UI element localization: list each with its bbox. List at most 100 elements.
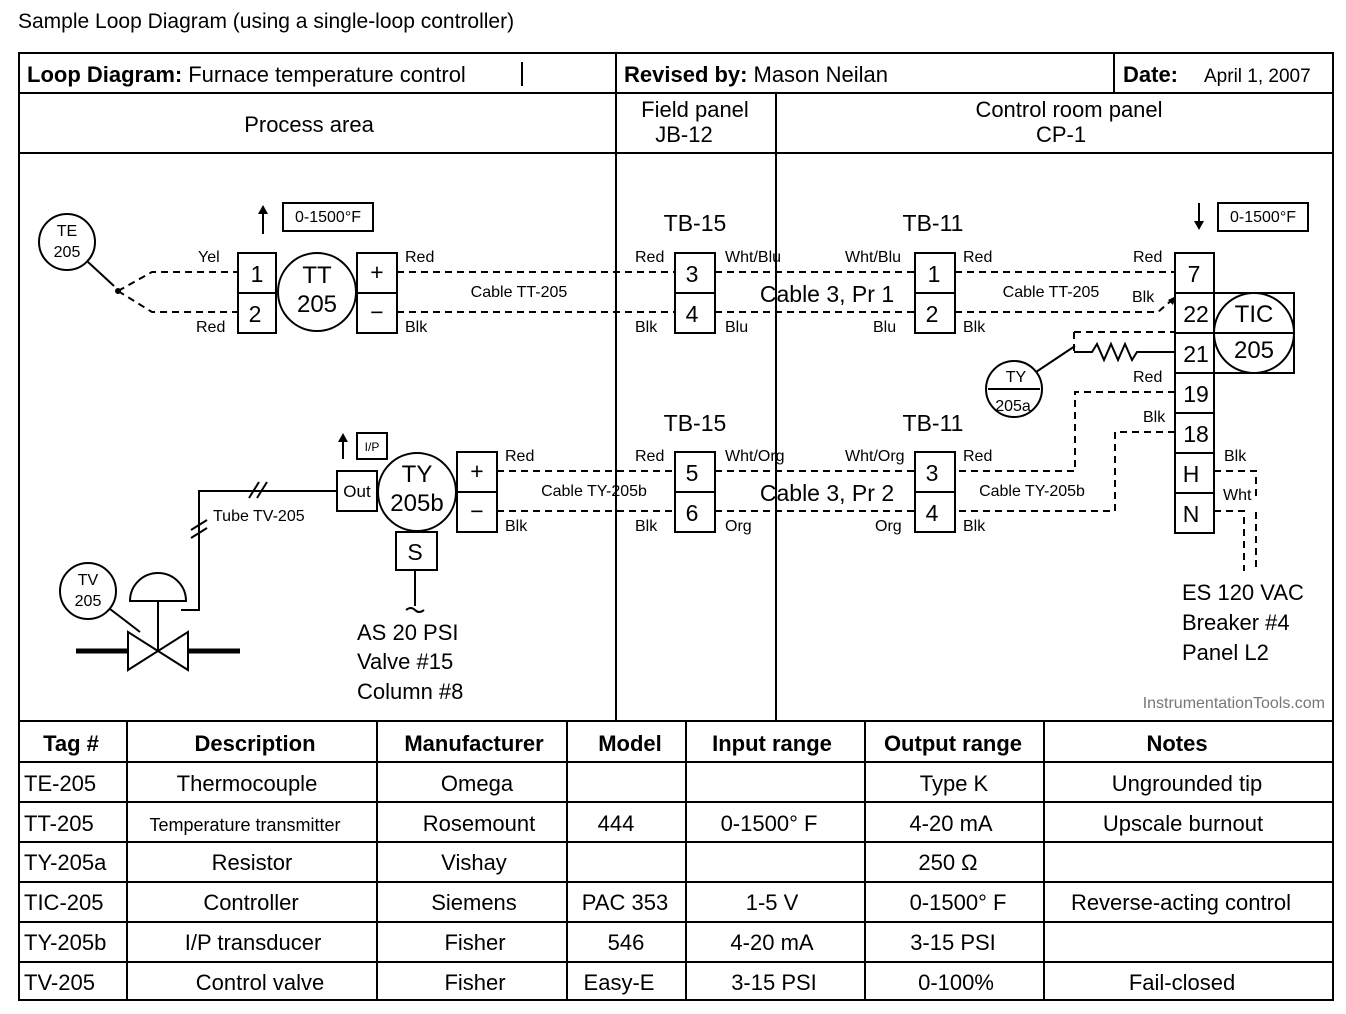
date-label: Date: [1123, 62, 1178, 87]
table-cell: Fisher [444, 970, 505, 995]
table-cell: Upscale burnout [1103, 811, 1263, 836]
tube-label: Tube TV-205 [213, 508, 305, 525]
tb15-red-label: Red [635, 249, 664, 266]
revised-by-value: Mason Neilan [754, 62, 889, 87]
cable-tt-205-field: Cable TT-205 [471, 284, 568, 301]
tt-range: 0-1500°F [295, 209, 361, 226]
table-cell: Controller [203, 890, 298, 915]
table-cell: 444 [598, 811, 635, 836]
tv-number: 205 [75, 593, 102, 610]
table-cell: TIC-205 [24, 890, 103, 915]
ty205a-tag: TY [1006, 369, 1027, 386]
col-header-output-range: Output range [884, 731, 1022, 756]
field-panel-id: JB-12 [655, 122, 712, 147]
control-room-id: CP-1 [1036, 122, 1086, 147]
tb15-blu-label: Blu [725, 319, 748, 336]
table-cell: I/P transducer [185, 930, 322, 955]
tb15-terminal-6 [674, 491, 716, 533]
tt-blk-label: Blk [405, 319, 428, 336]
tb11-b-blk-label: Blk [963, 518, 986, 535]
tt-terminal-1-label: 1 [251, 261, 264, 287]
tic-terminal-19: 19 [1183, 381, 1209, 407]
electric-supply-line2: Breaker #4 [1182, 610, 1290, 635]
tb15-b-blk-label: Blk [635, 518, 658, 535]
tic-terminal-22: 22 [1183, 301, 1209, 327]
ty-minus-label: − [470, 498, 483, 524]
tb11-red-label: Red [963, 249, 992, 266]
tt-terminal-2 [237, 292, 277, 334]
electric-supply-line1: ES 120 VAC [1182, 580, 1304, 605]
table-cell: Rosemount [423, 811, 536, 836]
tb15-b-red-label: Red [635, 448, 664, 465]
cable-3-pair-1: Cable 3, Pr 1 [760, 281, 894, 307]
cable-3-pair-2: Cable 3, Pr 2 [760, 480, 894, 506]
instrument-table: Tag # Description Manufacturer Model Inp… [19, 721, 1333, 1000]
tb15-top-label: TB-15 [664, 210, 727, 236]
ty205b-number: 205b [390, 490, 443, 517]
col-header-tag: Tag # [43, 731, 99, 756]
tt-terminal-1 [237, 252, 277, 294]
tb15-org-label: Org [725, 518, 752, 535]
power-blk-label: Blk [1224, 448, 1247, 465]
te-tag: TE [57, 223, 77, 240]
tic-blk-label: Blk [1132, 289, 1155, 306]
cable-ty-205b-control: Cable TY-205b [979, 483, 1085, 500]
revised-by-label: Revised by: [624, 62, 748, 87]
tic-terminal-7: 7 [1188, 261, 1201, 287]
table-cell: PAC 353 [582, 890, 668, 915]
table-cell: 250 Ω [918, 850, 977, 875]
tt-minus-terminal [356, 292, 398, 334]
tic-18-blk-label: Blk [1143, 409, 1166, 426]
tt-number: 205 [297, 291, 337, 318]
tic-19-red-label: Red [1133, 369, 1162, 386]
tb15-blk-label: Blk [635, 319, 658, 336]
te-205-bubble: TE 205 [38, 213, 115, 287]
tic-tag: TIC [1235, 301, 1274, 328]
table-cell: Temperature transmitter [149, 815, 340, 835]
tic-terminal-h: H [1183, 461, 1200, 487]
tic-number: 205 [1234, 337, 1274, 364]
tb15-terminal-3-label: 3 [686, 261, 699, 287]
table-cell: Easy-E [584, 970, 655, 995]
table-cell: Vishay [441, 850, 507, 875]
ip-label: I/P [365, 440, 380, 454]
resistor-symbol [1074, 341, 1175, 363]
table-cell: TY-205b [24, 930, 106, 955]
tb11-terminal-2-label: 2 [926, 301, 939, 327]
tb15-terminal-6-label: 6 [686, 500, 699, 526]
table-cell: TY-205a [24, 850, 107, 875]
table-cell: 0-1500° F [910, 890, 1007, 915]
tb11-blu-label: Blu [873, 319, 896, 336]
ty205b-tag: TY [402, 461, 433, 488]
table-cell: TE-205 [24, 771, 96, 796]
ty205a-number: 205a [995, 398, 1031, 415]
tv-tag: TV [78, 572, 99, 589]
tt-plus-terminal [356, 252, 398, 294]
table-cell: 0-100% [918, 970, 994, 995]
process-area-label: Process area [244, 112, 374, 137]
ty-red-label: Red [505, 448, 534, 465]
col-header-description: Description [194, 731, 315, 756]
tb11-wht-org-label: Wht/Org [845, 448, 905, 465]
ty-205a-bubble: TY 205a [985, 345, 1076, 418]
table-cell: Control valve [196, 970, 324, 995]
col-header-model: Model [598, 731, 662, 756]
tic-terminal-n: N [1183, 501, 1200, 527]
tb11-top-label: TB-11 [903, 210, 964, 236]
power-wht-label: Wht [1223, 487, 1252, 504]
electric-supply-line3: Panel L2 [1182, 640, 1269, 665]
tb11-org-label: Org [875, 518, 902, 535]
wire-red-label: Red [196, 319, 225, 336]
air-supply-line2: Valve #15 [357, 649, 453, 674]
tt-red-label: Red [405, 249, 434, 266]
table-cell: 546 [608, 930, 645, 955]
tv-205-bubble: TV 205 [59, 562, 141, 633]
page-title: Sample Loop Diagram (using a single-loop… [18, 10, 515, 33]
tb11-terminal-3-label: 3 [926, 460, 939, 486]
table-cell: 4-20 mA [730, 930, 813, 955]
table-cell: Type K [920, 771, 989, 796]
loop-diagram-value: Furnace temperature control [188, 62, 466, 87]
table-cell: Fail-closed [1129, 970, 1235, 995]
control-room-label: Control room panel [975, 97, 1162, 122]
table-cell: Thermocouple [177, 771, 318, 796]
